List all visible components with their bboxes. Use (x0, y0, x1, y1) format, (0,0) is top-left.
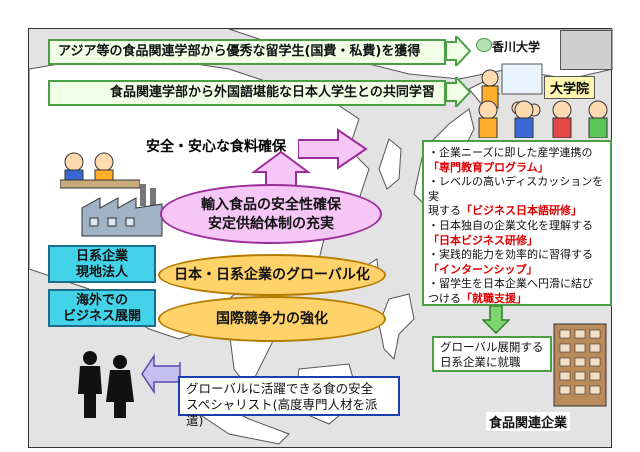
overseas-business-line2: ビジネス展開 (62, 309, 141, 324)
program-item-4-highlight: 「インターンシップ」 (428, 262, 538, 276)
employment-box: グローバル展開する 日系企業に就職 (432, 336, 552, 372)
program-item-3-highlight: 「日本ビジネス研修」 (428, 233, 538, 247)
program-item-1-highlight: 「専門教育プログラム」 (428, 160, 549, 174)
program-item-5: ・留学生を日本企業へ円滑に結び (428, 277, 593, 291)
university-building-icon (560, 30, 612, 70)
specialist-arrow (141, 353, 181, 395)
students-illustration (476, 96, 612, 139)
university-name: 香川大学 (492, 40, 541, 54)
food-company-label: 食品関連企業 (486, 412, 571, 431)
pink-right-arrow (298, 128, 368, 170)
program-item-2: ・レベルの高いディスカッションを実 (428, 175, 604, 203)
top-banner: アジア等の食品関連学部から優秀な留学生(国費・私費)を獲得 (48, 39, 446, 65)
program-info-box: ・企業ニーズに即した産学連携の 「専門教育プログラム」 ・レベルの高いディスカッ… (422, 140, 612, 306)
local-subsidiary-line1: 日系企業 (75, 249, 128, 264)
university-logo-icon (476, 38, 492, 52)
program-item-1: ・企業ニーズに即した産学連携の (428, 146, 593, 159)
competitiveness-ellipse: 国際競争力の強化 (158, 296, 386, 342)
business-people-icon (72, 350, 138, 420)
food-safety-ellipse-line1: 輸入食品の安全性確保 (201, 197, 341, 213)
company-building-icon (552, 322, 608, 408)
local-subsidiary-line2: 現地法人 (75, 265, 128, 280)
second-banner-arrow (446, 77, 472, 107)
factory-icon (80, 182, 164, 238)
employment-line1: グローバル展開する (440, 340, 544, 354)
food-safety-ellipse-line2: 安定供給体制の充実 (208, 216, 334, 232)
specialist-box: グローバルに活躍できる食の安全 スペシャリスト(高度専門人材を派遣) (178, 376, 400, 428)
program-item-4: ・実践的能力を効率的に習得する (428, 248, 593, 262)
specialist-line1: グローバルに活躍できる食の安全 (186, 381, 374, 396)
local-subsidiary-box: 日系企業 現地法人 (48, 245, 156, 283)
globalization-ellipse: 日本・日系企業のグローバル化 (158, 254, 386, 296)
food-safety-label: 安全・安心な食料確保 (140, 134, 292, 158)
overseas-business-line1: 海外での (75, 293, 128, 308)
meeting-people-illustration (59, 150, 141, 190)
graduate-school-label: 大学院 (544, 76, 596, 99)
program-item-5-b: つける「就職支援」 (428, 291, 527, 305)
food-safety-ellipse: 輸入食品の安全性確保 安定供給体制の充実 (160, 184, 382, 244)
employment-line2: 日系企業に就職 (440, 355, 521, 369)
program-item-3: ・日本独自の企業文化を理解する (428, 218, 593, 232)
top-banner-arrow (446, 36, 472, 66)
overseas-business-box: 海外での ビジネス展開 (48, 289, 156, 327)
green-down-arrow (482, 306, 510, 334)
specialist-line2: スペシャリスト(高度専門人材を派遣) (186, 397, 378, 428)
program-item-2-b: 現する「ビジネス日本語研修」 (428, 204, 582, 218)
second-banner: 食品関連学部から外国語堪能な日本人学生との共同学習 (48, 80, 446, 106)
